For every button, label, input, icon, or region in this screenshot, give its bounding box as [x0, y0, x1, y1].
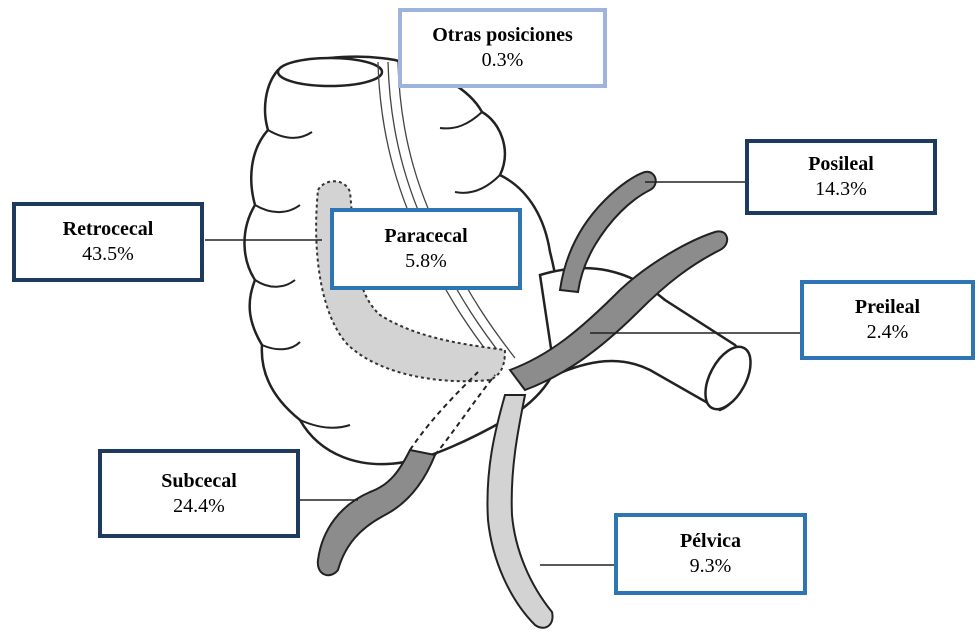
subcecal-value: 24.4% — [173, 494, 225, 519]
paracecal-value: 5.8% — [405, 249, 447, 274]
preileal-name: Preileal — [855, 295, 920, 320]
posileal-name: Posileal — [808, 152, 874, 177]
pelvic-appendix — [487, 395, 552, 628]
label-retrocecal: Retrocecal 43.5% — [12, 202, 204, 282]
pelvica-value: 9.3% — [690, 554, 732, 579]
subcecal-name: Subcecal — [161, 469, 237, 494]
posileal-value: 14.3% — [815, 177, 867, 202]
pelvica-name: Pélvica — [680, 529, 741, 554]
subcecal-appendix — [318, 450, 435, 575]
label-subcecal: Subcecal 24.4% — [98, 449, 300, 538]
label-preileal: Preileal 2.4% — [800, 280, 975, 360]
label-otras-posiciones: Otras posiciones 0.3% — [398, 8, 607, 88]
label-posileal: Posileal 14.3% — [745, 139, 937, 215]
colon-opening — [278, 58, 382, 86]
otras-name: Otras posiciones — [432, 23, 573, 48]
retrocecal-name: Retrocecal — [63, 217, 154, 242]
otras-value: 0.3% — [482, 48, 524, 73]
label-paracecal: Paracecal 5.8% — [330, 208, 522, 290]
label-pelvica: Pélvica 9.3% — [614, 513, 807, 595]
paracecal-name: Paracecal — [384, 224, 467, 249]
preileal-value: 2.4% — [867, 320, 909, 345]
retrocecal-value: 43.5% — [82, 242, 134, 267]
